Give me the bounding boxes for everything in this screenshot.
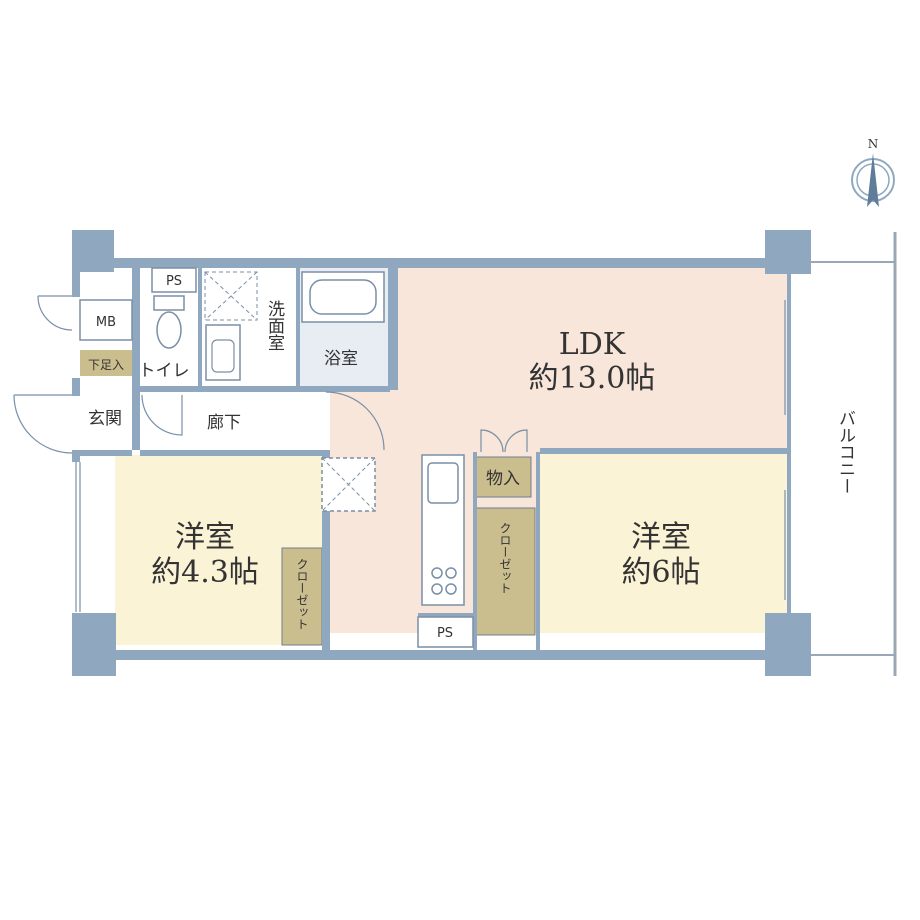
western-left-size: 約4.3帖 — [151, 555, 259, 590]
washing-machine-space — [204, 271, 258, 381]
closet-right-label: クローゼット — [498, 522, 512, 594]
compass-icon: N — [851, 137, 895, 207]
ps-bottom-label: PS — [437, 626, 453, 641]
corridor-label: 廊下 — [207, 413, 241, 433]
ps-top-label: PS — [166, 274, 182, 289]
western-right-size: 約6帖 — [621, 555, 700, 590]
compass-north-label: N — [868, 137, 879, 151]
bathtub-icon — [301, 271, 385, 323]
toilet-label: トイレ — [139, 361, 190, 381]
ps-top-box — [151, 267, 197, 293]
shoe-storage-label: 下足入 — [88, 358, 124, 372]
storage-fill — [474, 456, 532, 498]
shoe-storage-fill — [80, 350, 132, 376]
bath-label: 浴室 — [324, 349, 358, 369]
doors — [13, 295, 528, 454]
windows — [75, 300, 786, 612]
closet-left-label: クローゼット — [295, 558, 309, 630]
closet-right-fill — [474, 507, 536, 636]
western-right-name: 洋室 — [631, 520, 691, 555]
storage-label: 物入 — [486, 469, 520, 489]
ldk-name: LDK — [559, 327, 626, 362]
western-left-name: 洋室 — [175, 520, 235, 555]
corridor-floor — [140, 392, 326, 450]
ldk-size: 約13.0帖 — [529, 361, 656, 396]
stove-burner-icon — [431, 567, 443, 579]
entrance-label: 玄関 — [88, 409, 122, 429]
ps-bottom-box — [417, 616, 474, 648]
walls — [72, 230, 811, 676]
closet-left-fill — [281, 547, 323, 646]
mb-label: MB — [96, 315, 116, 330]
toilet-icon — [153, 295, 185, 349]
balcony-area: バルコニー — [790, 232, 897, 676]
western-room-right-floor — [540, 452, 787, 633]
entrance-floor — [76, 395, 136, 450]
washroom-label: 洗面室 — [264, 300, 285, 351]
mb-box — [79, 299, 133, 341]
kitchen-counter — [421, 454, 465, 606]
balcony-label: バルコニー — [835, 410, 855, 495]
refrigerator-space — [321, 457, 376, 512]
